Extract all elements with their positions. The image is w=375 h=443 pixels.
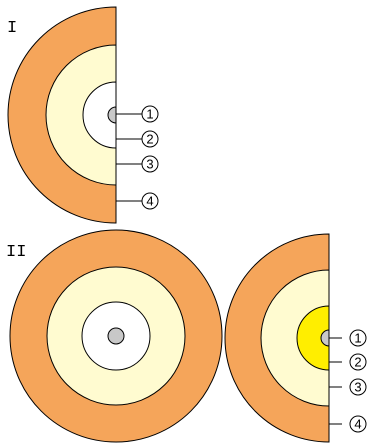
panel-II-full-core	[107, 327, 125, 345]
panel-I-callout-3-number: 3	[146, 157, 153, 172]
panel-I-callout-2-number: 2	[146, 132, 153, 147]
panel-II: II 1 2 3 4	[6, 229, 367, 443]
panel-I-callout-4-circle	[141, 192, 159, 210]
panel-I-inner-layer	[82, 81, 117, 149]
panel-I-callout-2-circle	[141, 130, 159, 148]
panel-I-callout-1-circle	[141, 105, 159, 123]
panel-II-callout-4-number: 4	[354, 417, 361, 432]
panel-II-callout-1-number: 1	[354, 331, 361, 346]
panel-I-label: I	[7, 19, 17, 38]
panel-II-label: II	[6, 243, 26, 262]
panel-I-callout-3-circle	[141, 155, 159, 173]
panel-II-callout-1-circle	[349, 329, 367, 347]
panel-I-core	[107, 106, 117, 124]
panel-II-half-inner-layer	[296, 305, 330, 371]
panel-II-half-core	[320, 329, 330, 347]
panel-II-callout-3-number: 3	[354, 380, 361, 395]
panel-I-mid-layer	[45, 44, 117, 186]
panel-I-callout-1-number: 1	[146, 107, 153, 122]
panel-I: I 1 2 3 4	[7, 6, 159, 224]
panel-II-callout-2-number: 2	[354, 355, 361, 370]
panel-II-half-mid-layer	[260, 269, 330, 407]
panel-II-callout-3-circle	[349, 378, 367, 396]
panel-II-callout-4-circle	[349, 415, 367, 433]
panel-I-callout-4-number: 4	[146, 194, 153, 209]
panel-II-callout-2-circle	[349, 353, 367, 371]
